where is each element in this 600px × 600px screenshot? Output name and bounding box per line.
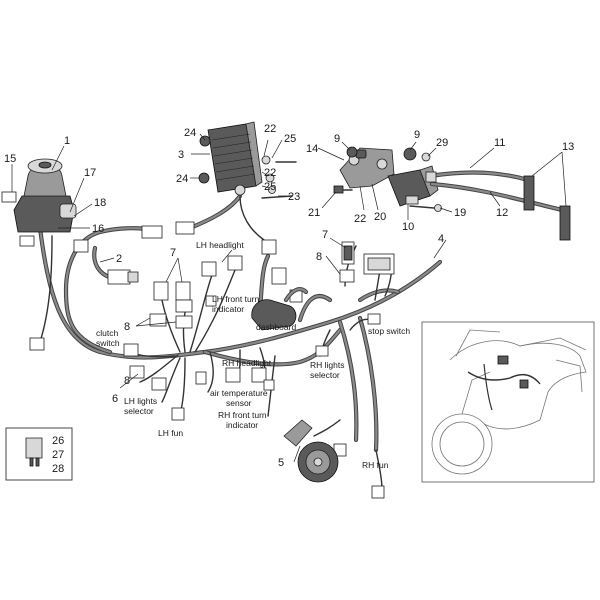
horn <box>283 419 339 483</box>
callout-22-middle: 22 <box>264 167 276 179</box>
callout-1: 1 <box>64 135 70 147</box>
label-rh-front-turn-2: indicator <box>226 420 258 430</box>
callout-8-left: 8 <box>124 321 130 333</box>
label-stop-switch: stop switch <box>368 326 410 336</box>
callout-9-right: 9 <box>414 129 420 141</box>
callout-18: 18 <box>94 197 106 209</box>
label-lh-front-turn-2: indicator <box>212 304 244 314</box>
callout-23: 23 <box>288 191 300 203</box>
callout-3: 3 <box>178 149 184 161</box>
callout-7-left: 7 <box>170 247 176 259</box>
label-rh-fun: RH fun <box>362 460 389 470</box>
label-dashboard: dashboard <box>256 322 296 332</box>
motorcycle-inset <box>421 321 595 483</box>
callout-29: 29 <box>436 137 448 149</box>
callout-2: 2 <box>116 253 122 265</box>
callout-14: 14 <box>306 143 318 155</box>
callout-7-right: 7 <box>322 229 328 241</box>
callout-27: 27 <box>52 449 64 461</box>
ht-leads <box>425 170 571 241</box>
label-clutch-switch-1: clutch <box>96 328 118 338</box>
bolt-19 <box>409 204 442 212</box>
callout-numbers: 1 2 3 4 5 6 7 7 8 8 8 9 9 10 11 12 13 14… <box>4 123 574 475</box>
ignition-coil <box>387 165 439 207</box>
callout-26: 26 <box>52 435 64 447</box>
callout-8-right: 8 <box>316 251 322 263</box>
callout-28: 28 <box>52 463 64 475</box>
callout-6: 6 <box>112 393 118 405</box>
callout-19: 19 <box>454 207 466 219</box>
callout-21: 21 <box>308 207 320 219</box>
label-lh-lights-selector-1: LH lights <box>124 396 157 406</box>
callout-20: 20 <box>374 211 386 223</box>
connector-2 <box>107 269 139 285</box>
fuse-box <box>5 427 73 481</box>
callout-24-top: 24 <box>184 127 196 139</box>
label-lh-front-turn-1: LH front turn <box>212 294 260 304</box>
callout-25-top: 25 <box>284 133 296 145</box>
callout-24-lower: 24 <box>176 173 188 185</box>
nuts-24 <box>198 135 211 184</box>
ignition-switch <box>13 158 77 233</box>
label-lh-lights-selector-2: selector <box>124 406 154 416</box>
relays-left <box>149 281 193 329</box>
screw-21 <box>333 185 353 194</box>
label-rh-front-turn-1: RH front turn <box>218 410 267 420</box>
callout-4: 4 <box>438 233 444 245</box>
callout-10: 10 <box>402 221 414 233</box>
callout-9-left: 9 <box>334 133 340 145</box>
label-lh-headlight: LH headlight <box>196 240 244 250</box>
label-air-temperature-sensor-2: sensor <box>226 398 252 408</box>
callout-15: 15 <box>4 153 16 165</box>
coil-bracket <box>339 147 395 189</box>
callout-5: 5 <box>278 457 284 469</box>
callout-22-bracket: 22 <box>354 213 366 225</box>
label-rh-headlight: RH headlight <box>222 358 272 368</box>
label-rh-lights-selector-2: selector <box>310 370 340 380</box>
label-lh-fun: LH fun <box>158 428 183 438</box>
label-rh-lights-selector-1: RH lights <box>310 360 344 370</box>
relays-right <box>339 241 395 283</box>
callout-17: 17 <box>84 167 96 179</box>
callout-25-lower: 25 <box>264 181 276 193</box>
voltage-regulator <box>207 121 263 196</box>
callout-12: 12 <box>496 207 508 219</box>
callout-22-top: 22 <box>264 123 276 135</box>
label-air-temperature-sensor-1: air temperature <box>210 388 268 398</box>
component-labels: LH headlight LH front turn indicator das… <box>96 240 410 470</box>
callout-13: 13 <box>562 141 574 153</box>
callout-11: 11 <box>494 137 505 149</box>
callout-16: 16 <box>92 223 104 235</box>
callout-8-lower: 8 <box>124 375 130 387</box>
leader-lines <box>11 133 567 463</box>
dashboard-connector <box>251 287 309 331</box>
label-clutch-switch-2: switch <box>96 338 120 348</box>
